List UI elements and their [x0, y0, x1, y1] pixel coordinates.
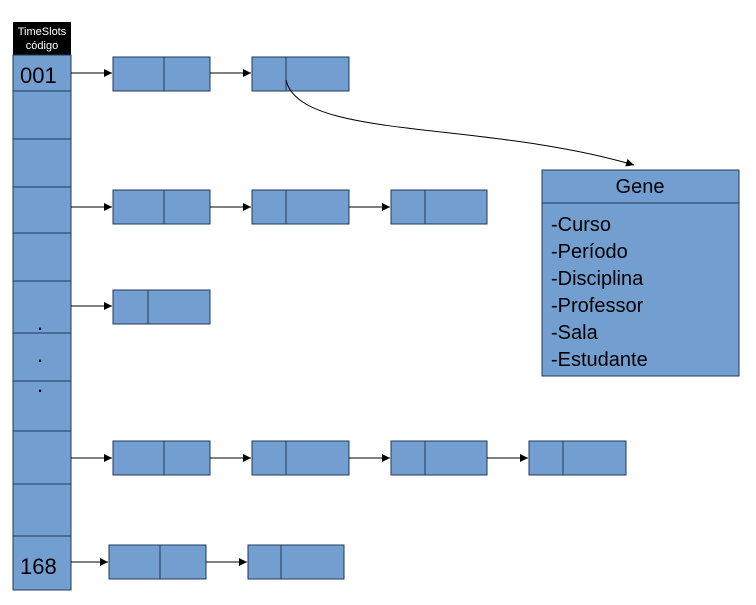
list-node — [112, 56, 211, 92]
list-node — [112, 289, 211, 325]
chain-row-001 — [71, 56, 635, 167]
gene-attribute: -Professor — [551, 295, 644, 317]
chain-row-6 — [71, 289, 211, 325]
timeslots-column: 001 168 . . . — [12, 54, 72, 591]
list-node — [112, 440, 211, 476]
timeslot-cell — [12, 54, 72, 92]
chain-row-4 — [71, 189, 488, 225]
list-node — [390, 440, 488, 476]
timeslot-cell — [12, 332, 72, 382]
timeslot-cell — [12, 535, 72, 591]
gene-attribute: -Período — [551, 241, 628, 263]
gene-box-frame — [541, 169, 740, 377]
timeslot-cell — [12, 186, 72, 234]
timeslot-cell — [12, 138, 72, 188]
gene-attribute: -Curso — [551, 214, 611, 236]
timeslot-cell — [12, 232, 72, 282]
timeslot-cell — [12, 280, 72, 334]
gene-box: Gene -Curso -Período -Disciplina -Profes… — [541, 169, 740, 377]
timeslots-header-title: TimeSlots — [18, 26, 67, 38]
timeslot-cell — [12, 483, 72, 537]
list-node — [108, 544, 207, 580]
ellipsis-dot: . — [37, 372, 43, 397]
timeslot-label-last: 168 — [20, 554, 57, 579]
timeslots-header-subtitle: código — [26, 40, 58, 52]
timeslot-label-first: 001 — [20, 63, 57, 88]
gene-attribute: -Estudante — [551, 349, 648, 371]
ellipsis-dot: . — [37, 310, 43, 335]
list-node — [112, 189, 211, 225]
timeslot-cell — [12, 90, 72, 140]
timeslot-cell — [12, 430, 72, 485]
list-node — [251, 189, 350, 225]
gene-pointer-arrow — [285, 79, 635, 167]
chain-row-9 — [71, 440, 627, 476]
chain-row-168 — [71, 544, 345, 580]
list-node — [251, 56, 350, 92]
timeslots-header: TimeSlots código — [13, 22, 71, 55]
gene-attribute: -Disciplina — [551, 268, 644, 290]
list-node — [528, 440, 627, 476]
ellipsis-dot: . — [37, 342, 43, 367]
list-node — [390, 189, 488, 225]
gene-attribute: -Sala — [551, 322, 599, 344]
list-node — [247, 544, 345, 580]
list-node — [251, 440, 350, 476]
gene-title: Gene — [616, 176, 665, 198]
